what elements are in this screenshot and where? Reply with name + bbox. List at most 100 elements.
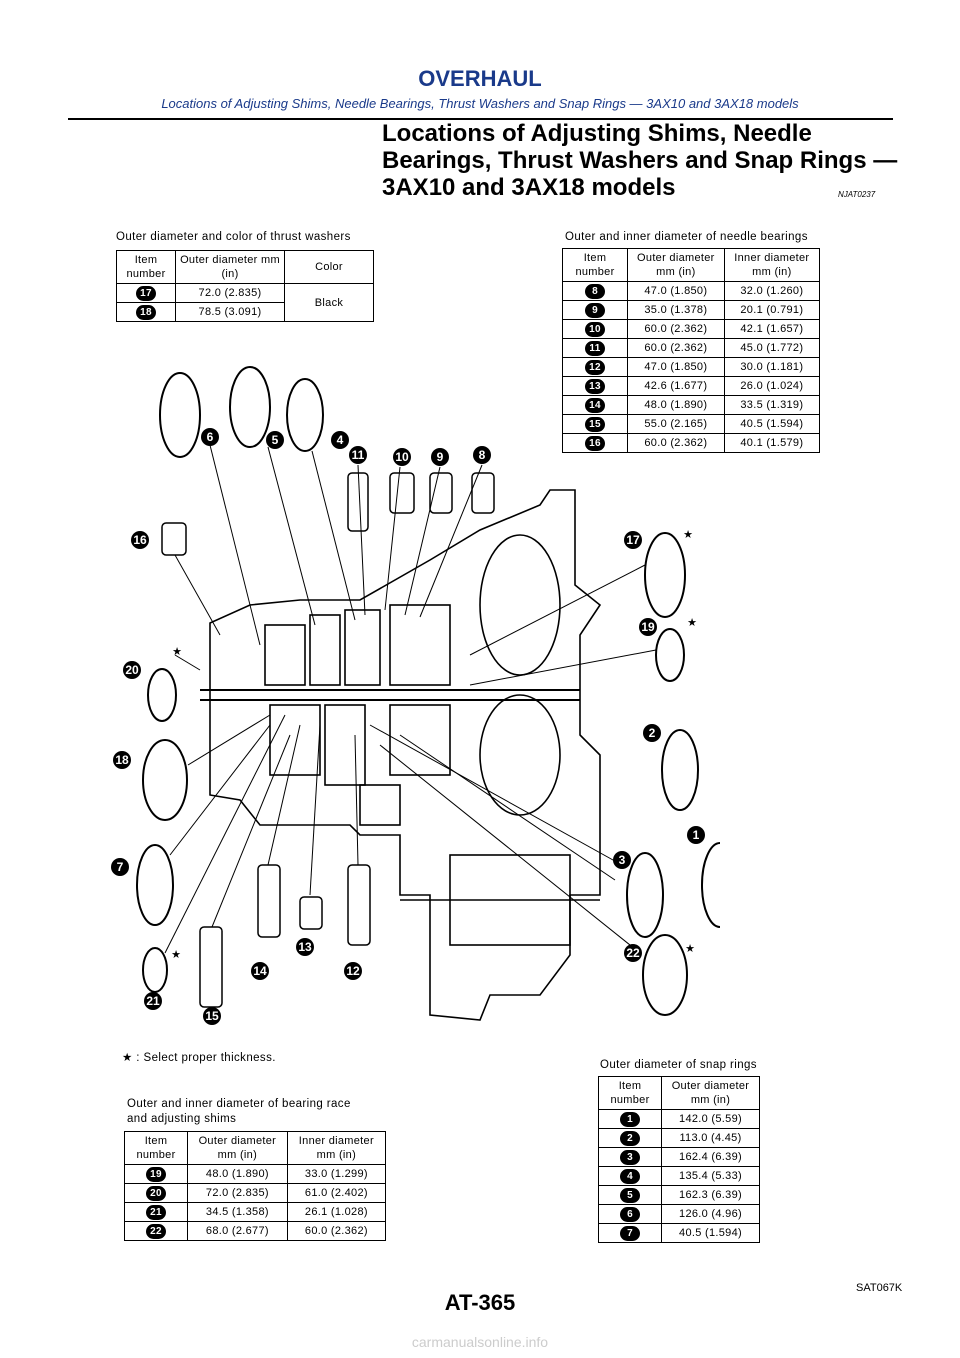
leader-line — [267, 724, 301, 866]
outer-diameter-cell: 126.0 (4.96) — [661, 1204, 760, 1224]
callout-20: 20 — [123, 661, 141, 679]
bearing-race-caption: Outer and inner diameter of bearing race… — [127, 1097, 351, 1127]
leader-line — [379, 744, 641, 954]
needle-bearing — [161, 522, 187, 556]
svg-text:22: 22 — [626, 946, 640, 960]
bearing-race — [655, 628, 685, 682]
gear-set — [389, 704, 451, 776]
item-number-badge: 19 — [146, 1166, 166, 1182]
column-header: Inner diameter mm (in) — [723, 248, 821, 282]
inner-diameter-cell: 20.1 (0.791) — [723, 300, 821, 320]
outer-diameter-cell: 40.5 (1.594) — [661, 1223, 760, 1243]
svg-text:16: 16 — [133, 533, 147, 547]
section-title-line: 3AX10 and 3AX18 models — [382, 174, 676, 201]
needle-bearing — [471, 472, 495, 514]
bearing-race-table: Item number Outer diameter mm (in) Inner… — [124, 1131, 387, 1241]
svg-text:20: 20 — [125, 663, 139, 677]
needle-bearing — [199, 926, 223, 1008]
svg-text:11: 11 — [352, 448, 365, 462]
select-thickness-star: ★ — [171, 948, 181, 961]
callout-4: 4 — [331, 431, 349, 449]
leader-line — [469, 649, 657, 686]
leader-line — [384, 466, 401, 611]
select-thickness-star: ★ — [172, 645, 182, 658]
callout-14: 14 — [251, 962, 269, 980]
svg-text:13: 13 — [298, 940, 312, 954]
watermark[interactable]: carmanualsonline.info — [411, 1334, 549, 1350]
callout-6: 6 — [201, 428, 219, 446]
section-title-line: Locations of Adjusting Shims, Needle — [382, 120, 812, 147]
leader-line — [164, 714, 286, 954]
item-number-badge: 2 — [620, 1130, 640, 1146]
inner-diameter-cell: 30.0 (1.181) — [723, 357, 821, 377]
column-header: Inner diameter mm (in) — [286, 1131, 387, 1165]
callout-19: 19 — [639, 618, 657, 636]
item-number-badge: 15 — [585, 416, 605, 432]
inner-diameter-cell: 33.5 (1.319) — [723, 395, 821, 415]
item-number-badge: 7 — [620, 1225, 640, 1241]
callout-7: 7 — [111, 858, 129, 876]
outer-diameter-cell: 142.0 (5.59) — [661, 1109, 760, 1129]
item-number-badge: 13 — [585, 378, 605, 394]
item-number-badge: 22 — [146, 1223, 166, 1239]
select-thickness-note: ★ : Select proper thickness. — [122, 1052, 276, 1064]
needle-bearing — [347, 864, 371, 946]
header-divider — [68, 118, 893, 120]
callout-2: 2 — [643, 724, 661, 742]
leader-line — [309, 724, 321, 896]
section-code: NJAT0237 — [838, 190, 876, 199]
clutch-pack — [324, 704, 366, 786]
clutch-pack — [309, 614, 341, 686]
needle-bearing — [429, 472, 453, 514]
inner-diameter-cell: 60.0 (2.362) — [286, 1221, 387, 1241]
svg-text:21: 21 — [146, 994, 160, 1008]
leader-line — [174, 554, 221, 636]
svg-text:17: 17 — [626, 533, 640, 547]
outer-diameter-cell: 42.6 (1.677) — [627, 376, 725, 396]
item-number-badge: 21 — [146, 1204, 166, 1220]
inner-diameter-cell: 42.1 (1.657) — [723, 319, 821, 339]
outer-diameter-cell: 72.0 (2.835) — [175, 283, 285, 303]
leader-line — [357, 464, 366, 616]
table-row: 21 34.5 (1.358)26.1 (1.028) — [124, 1202, 387, 1222]
callout-15: 15 — [203, 1007, 221, 1025]
thrust-washer — [142, 739, 188, 821]
column-header: Outer diameter mm (in) — [175, 250, 285, 284]
clutch-pack — [264, 624, 306, 686]
leader-line — [404, 466, 441, 616]
inner-diameter-cell: 26.1 (1.028) — [286, 1202, 387, 1222]
needle-bearings-table: Item number Outer diameter mm (in) Inner… — [562, 248, 821, 453]
column-header: Item number — [116, 250, 176, 284]
svg-text:14: 14 — [253, 964, 267, 978]
needle-bearing — [257, 864, 281, 938]
thrust-washer — [147, 668, 177, 722]
snap-ring — [136, 844, 174, 926]
outer-diameter-cell: 72.0 (2.835) — [187, 1183, 288, 1203]
snap-ring — [661, 729, 699, 811]
adjusting-shim — [642, 934, 688, 1016]
outer-diameter-cell: 35.0 (1.378) — [627, 300, 725, 320]
callout-10: 10 — [393, 448, 411, 466]
svg-text:6: 6 — [207, 430, 214, 444]
snap-ring — [159, 372, 201, 458]
leader-line — [267, 446, 316, 626]
svg-text:12: 12 — [346, 964, 360, 978]
outer-diameter-cell: 34.5 (1.358) — [187, 1202, 288, 1222]
needle-bearing — [347, 472, 369, 532]
item-number-badge: 12 — [585, 359, 605, 375]
column-header: Item number — [562, 248, 628, 282]
item-number-badge: 20 — [146, 1185, 166, 1201]
callout-1: 1 — [687, 826, 705, 844]
outer-diameter-cell: 55.0 (2.165) — [627, 414, 725, 434]
needle-bearing — [299, 896, 323, 930]
leader-line — [187, 714, 271, 766]
thrust-washers-caption: Outer diameter and color of thrust washe… — [116, 231, 351, 243]
